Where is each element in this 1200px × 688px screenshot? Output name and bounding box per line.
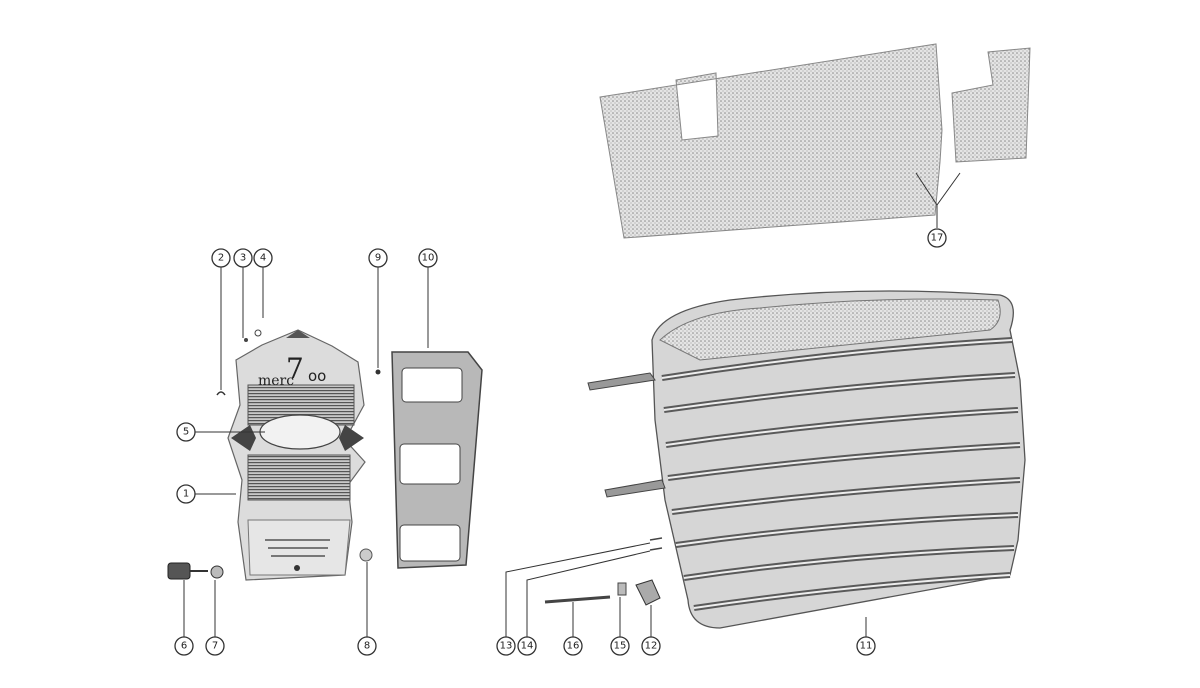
svg-text:11: 11 [860, 641, 873, 652]
svg-text:1: 1 [183, 489, 189, 500]
callout-4: 4 [253, 248, 273, 268]
callout-14: 14 [517, 636, 537, 656]
callout-10: 10 [418, 248, 438, 268]
svg-text:17: 17 [931, 233, 944, 244]
callout-5: 5 [176, 422, 196, 442]
svg-text:6: 6 [181, 641, 187, 652]
svg-text:7: 7 [212, 641, 218, 652]
callout-15: 15 [610, 636, 630, 656]
callout-6: 6 [174, 636, 194, 656]
logo-merc: merc [258, 373, 294, 389]
svg-text:5: 5 [183, 427, 189, 438]
latch-hardware [544, 537, 663, 606]
svg-text:16: 16 [567, 641, 580, 652]
leader-lines [183, 267, 867, 637]
svg-text:4: 4 [260, 253, 266, 264]
callout-2: 2 [211, 248, 231, 268]
svg-text:8: 8 [364, 641, 370, 652]
svg-text:13: 13 [500, 641, 513, 652]
logo-suffix: oo [308, 367, 326, 385]
svg-text:14: 14 [521, 641, 534, 652]
front-cover: merc 7 oo [227, 329, 366, 581]
callout-17: 17 [927, 228, 947, 248]
callout-16: 16 [563, 636, 583, 656]
callout-9: 9 [368, 248, 388, 268]
callout-12: 12 [641, 636, 661, 656]
svg-text:10: 10 [422, 253, 435, 264]
small-parts [167, 329, 381, 580]
svg-text:15: 15 [614, 641, 627, 652]
gasket [391, 351, 483, 569]
callout-3: 3 [233, 248, 253, 268]
insulation-panels [599, 43, 1031, 239]
svg-text:2: 2 [218, 253, 224, 264]
callout-1: 1 [176, 484, 196, 504]
svg-text:3: 3 [240, 253, 246, 264]
callout-11: 11 [856, 636, 876, 656]
svg-text:9: 9 [375, 253, 381, 264]
callout-8: 8 [357, 636, 377, 656]
callout-13: 13 [496, 636, 516, 656]
svg-text:12: 12 [645, 641, 658, 652]
rear-cowl [587, 290, 1026, 629]
logo-number: 7 [286, 352, 304, 385]
callout-7: 7 [205, 636, 225, 656]
